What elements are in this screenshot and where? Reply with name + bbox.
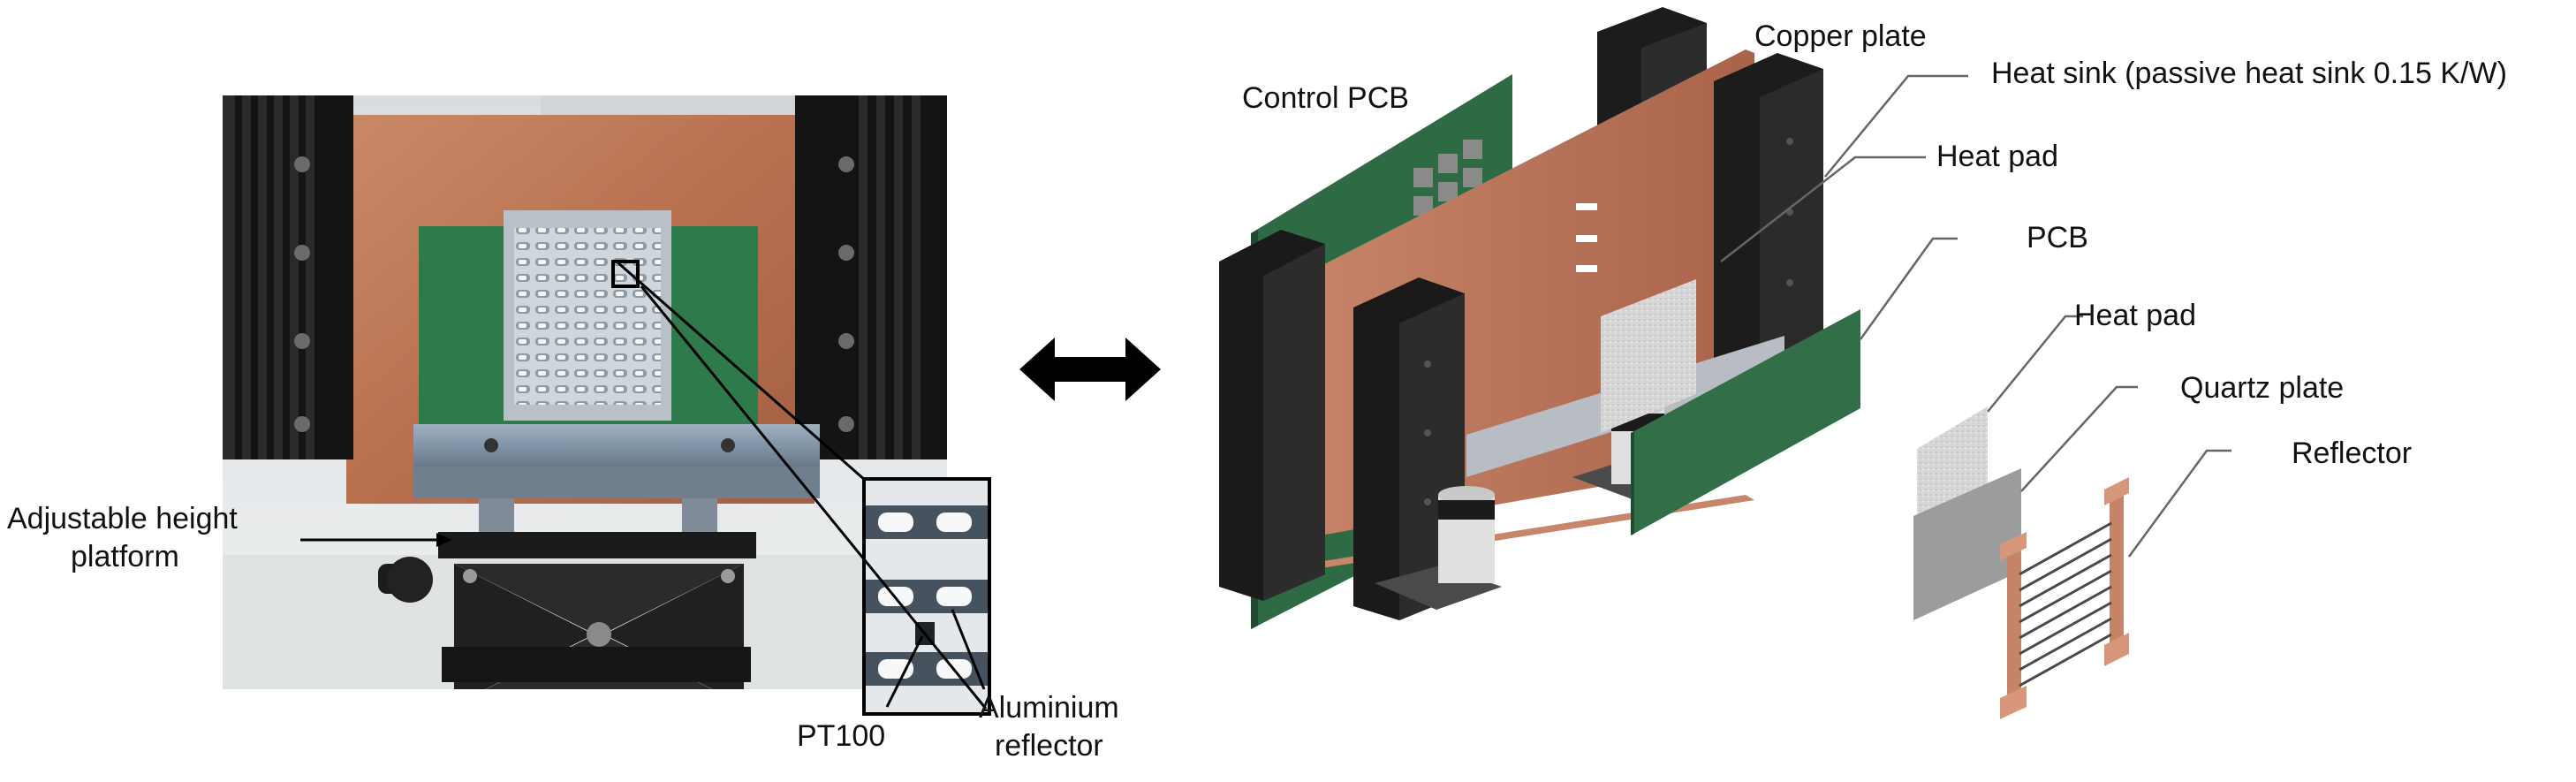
heat-pad-2-leader	[1987, 315, 2083, 413]
label-control-pcb: Control PCB	[1242, 81, 1409, 115]
setup-photo-drawing	[223, 95, 947, 689]
zoom-inset	[862, 477, 991, 716]
quartz-plate-part	[1913, 468, 2021, 620]
label-heat-pad-1: Heat pad	[1936, 140, 2058, 173]
exploded-view	[1219, 0, 2576, 778]
heat-pad-1-leader	[1720, 156, 1926, 262]
control-pcb-chips	[1413, 140, 1482, 216]
heatsink-right-photo	[795, 95, 947, 459]
label-reflector: Reflector	[2292, 437, 2413, 470]
heat-sink-leader	[1824, 74, 1968, 178]
zoom-inset-drawing	[866, 481, 988, 712]
label-heat-sink: Heat sink (passive heat sink 0.15 K/W)	[1991, 57, 2507, 90]
pcb-leader	[1859, 237, 1958, 340]
callout-leaders	[1720, 74, 2231, 558]
label-adjustable-height-platform: Adjustable height platform	[7, 502, 238, 573]
aluminium-bar-lower	[413, 467, 820, 498]
label-pt100: PT100	[797, 719, 886, 753]
heat-pad-1-part	[1601, 279, 1696, 433]
heatsink-left-photo	[223, 95, 353, 459]
post-stage-left	[1375, 486, 1502, 610]
double-arrow-icon	[1019, 338, 1161, 401]
label-quartz-plate: Quartz plate	[2180, 371, 2345, 405]
exploded-view-drawing	[1219, 7, 2231, 719]
reflector-leader	[2127, 449, 2231, 558]
pcb-part	[1631, 309, 1860, 535]
label-pcb: PCB	[2027, 221, 2088, 254]
reflector-part	[2000, 477, 2129, 719]
label-heat-pad-2: Heat pad	[2074, 299, 2196, 332]
led-array-photo	[514, 228, 661, 405]
label-copper-plate: Copper plate	[1754, 19, 1927, 53]
heatsink-front-left	[1219, 230, 1325, 601]
label-aluminium-reflector: Aluminium reflector	[979, 691, 1119, 763]
quartz-plate-leader	[2020, 385, 2138, 492]
setup-photo	[223, 95, 947, 689]
heatsink-right	[1714, 53, 1823, 378]
